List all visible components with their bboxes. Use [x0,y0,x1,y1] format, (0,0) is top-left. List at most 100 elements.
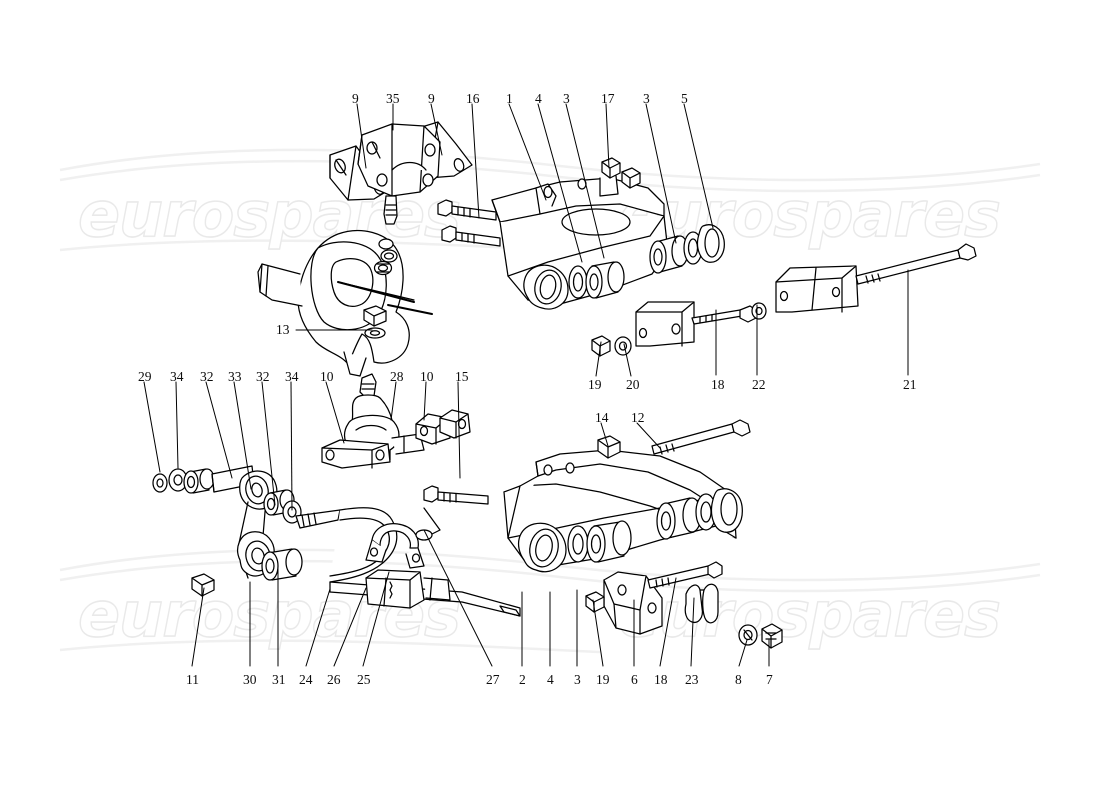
callout-number-20: 20 [626,377,640,392]
callout-leader-3 [645,103,677,244]
part-rubber-block-18a [635,301,695,347]
part-nut-7 [761,623,783,649]
callout-number-9: 9 [428,91,435,106]
callout-leader-32 [261,381,276,506]
part-bolt-22a [691,302,767,325]
callout-number-19: 19 [588,377,602,392]
callout-number-12: 12 [631,410,645,425]
callout-number-10: 10 [420,369,434,384]
callout-number-4: 4 [547,672,554,687]
part-washer-29 [152,473,168,493]
callout-leader-17 [605,103,610,169]
callout-leader-16 [471,103,480,219]
part-upper-control-arm [491,157,725,310]
callout-leader-34 [175,381,179,469]
callout-leader-14 [600,422,609,447]
callout-leader-1 [508,103,547,201]
callout-number-34: 34 [285,369,299,384]
callout-leader-9 [430,103,443,156]
callout-number-18: 18 [654,672,668,687]
callout-number-10: 10 [320,369,334,384]
callout-leader-26 [333,587,367,667]
part-small-nut-19 [591,335,611,357]
callout-number-22: 22 [752,377,766,392]
callout-leader-19 [592,599,604,667]
callout-number-34: 34 [170,369,184,384]
callout-number-17: 17 [601,91,615,106]
callout-number-15: 15 [455,369,469,384]
callout-leader-10 [423,381,427,421]
part-bolt-12 [651,419,751,455]
callout-leader-27 [423,529,493,667]
callout-leader-18 [659,577,677,667]
callout-number-28: 28 [390,369,404,384]
callout-number-2: 2 [519,672,526,687]
callout-number-25: 25 [357,672,371,687]
part-upper-balljoint-35 [357,123,441,225]
part-bolt-16a [437,199,497,221]
callout-leader-25 [362,571,390,667]
callout-leader-34 [290,381,293,511]
part-sway-bar-bracket-27 [365,522,425,569]
part-washer-20 [614,336,632,356]
callout-leader-32 [205,381,233,479]
part-clip-23 [684,583,719,624]
part-sway-bar-bush-clamp [365,569,451,609]
callout-number-35: 35 [386,91,400,106]
callout-leader-10 [325,381,345,444]
callout-number-6: 6 [631,672,638,687]
callout-number-9: 9 [352,91,359,106]
callout-number-5: 5 [681,91,688,106]
callout-leader-12 [636,422,661,449]
callout-number-19: 19 [596,672,610,687]
part-bolt-16b [441,225,501,247]
part-bolt-21-long [855,243,977,285]
callout-number-7: 7 [766,672,773,687]
callout-leader-33 [233,381,252,490]
callout-number-13: 13 [276,322,290,337]
part-shim-10a [321,439,391,469]
part-lower-control-arm [503,435,743,573]
part-nut-11 [191,573,215,597]
callout-leader-29 [143,381,161,473]
part-washer-34a [168,468,188,492]
callout-number-3: 3 [563,91,570,106]
part-nut-19b [585,591,605,613]
callout-number-8: 8 [735,672,742,687]
callout-leader-28 [390,381,397,421]
callout-number-14: 14 [595,410,609,425]
callout-number-29: 29 [138,369,152,384]
callout-number-1: 1 [506,91,513,106]
part-bolt-27 [415,485,489,541]
part-bracket-6 [603,571,663,635]
callout-number-11: 11 [186,672,199,687]
callout-leader-3 [565,103,605,259]
callout-leader-11 [191,587,205,667]
callout-leader-23 [690,597,695,667]
callout-number-31: 31 [272,672,286,687]
callout-number-32: 32 [256,369,270,384]
callout-number-27: 27 [486,672,500,687]
callout-number-16: 16 [466,91,480,106]
callout-leader-5 [683,103,714,229]
callout-number-18: 18 [711,377,725,392]
part-nut-8 [738,624,758,646]
callout-number-30: 30 [243,672,257,687]
callout-leader-19 [595,341,602,377]
callout-number-23: 23 [685,672,699,687]
callout-leader-9 [356,103,367,169]
part-shim-15 [439,409,471,439]
callout-leader-20 [623,343,632,377]
callout-number-3: 3 [574,672,581,687]
part-rubber-block-21 [775,265,859,313]
callout-leader-8 [738,639,748,667]
callout-number-4: 4 [535,91,542,106]
callout-number-32: 32 [200,369,214,384]
callout-number-26: 26 [327,672,341,687]
callout-number-21: 21 [903,377,917,392]
part-steering-knuckle [257,230,433,377]
callout-number-3: 3 [643,91,650,106]
callout-number-33: 33 [228,369,242,384]
